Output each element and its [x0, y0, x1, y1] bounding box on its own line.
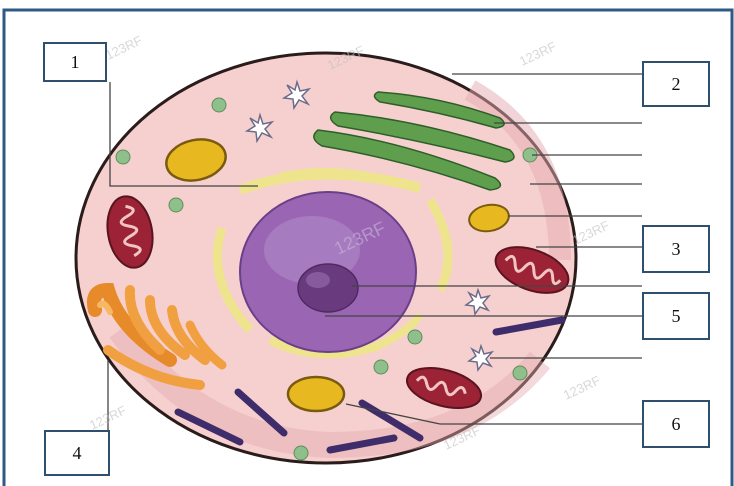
label-box-5[interactable]: 5	[642, 292, 710, 340]
watermark-text: 123RF	[570, 218, 612, 248]
label-box-3[interactable]: 3	[642, 225, 710, 273]
label-box-2[interactable]: 2	[642, 61, 710, 107]
watermark-text: 123RF	[517, 39, 559, 69]
label-box-4[interactable]: 4	[44, 430, 110, 476]
nucleolus	[298, 264, 358, 312]
watermark-text: 123RF	[103, 33, 145, 63]
nucleolus-highlight	[306, 272, 330, 288]
label-box-1[interactable]: 1	[43, 42, 107, 82]
watermark-text: 123RF	[561, 373, 603, 403]
label-box-6[interactable]: 6	[642, 400, 710, 448]
